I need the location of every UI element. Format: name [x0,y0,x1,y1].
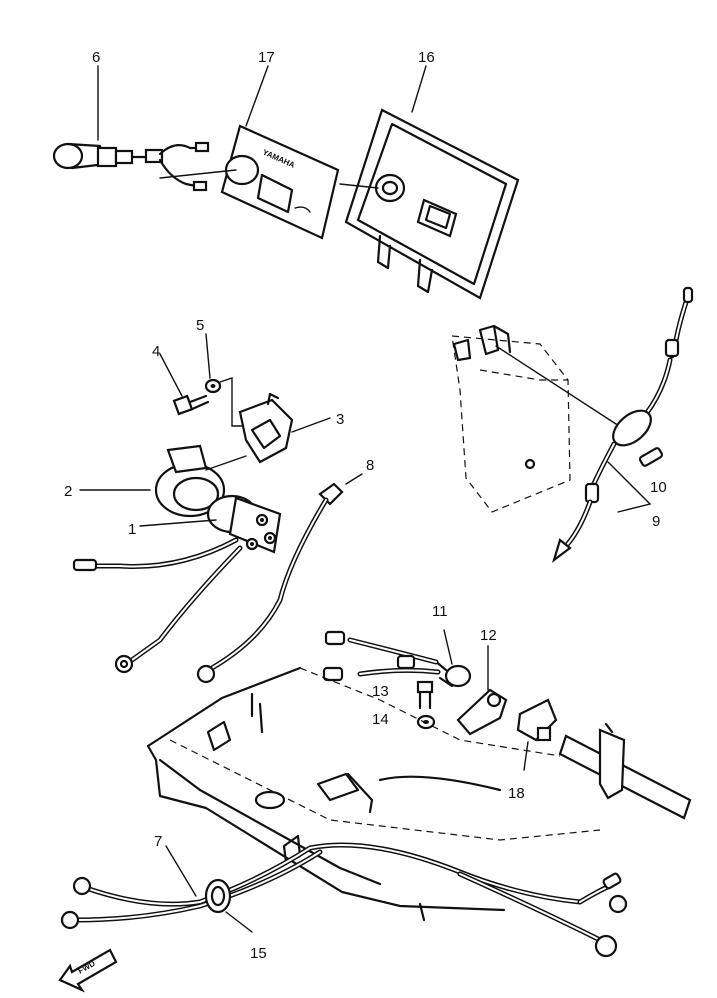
callout-9: 9 [652,513,660,530]
part-16-bracket [339,108,520,300]
callout-15: 15 [250,945,267,962]
part-9-box [451,286,694,563]
bottom-cowling [146,666,601,922]
part-2-band [154,444,247,518]
callout-17: 17 [258,49,275,66]
fwd-arrow-icon: FWD [58,948,118,993]
callout-18: 18 [508,785,525,802]
part-15-grommet [204,878,253,933]
callout-2: 2 [64,483,72,500]
callout-14: 14 [372,711,389,728]
callout-4: 4 [152,343,160,360]
part-3-bracket [238,392,331,464]
callout-10: 10 [650,479,667,496]
callout-3: 3 [336,411,344,428]
leader-lines [79,65,427,491]
callout-7: 7 [154,833,162,850]
part-7-harness [60,842,628,958]
part-13-bolt [416,680,434,710]
callout-6: 6 [92,49,100,66]
callouts: 6 17 16 5 4 3 8 2 1 10 9 11 12 13 14 18 … [64,49,667,962]
part-18-clip [516,698,558,771]
part-8-cable [196,473,363,684]
part-5-washer [204,378,222,394]
part-11-switch [322,629,472,688]
callout-16: 16 [418,49,435,66]
shaft [558,722,692,820]
part-10-fuse [638,447,664,467]
callout-12: 12 [480,627,497,644]
callout-5: 5 [196,317,204,334]
callout-8: 8 [366,457,374,474]
part-6-switch [52,141,210,192]
callout-13: 13 [372,683,389,700]
callout-1: 1 [128,521,136,538]
part-17-plate: YAMAHA [159,124,340,240]
part-4-bolt [172,394,210,416]
part-1-solenoid [72,494,282,674]
part-14-washer [416,714,436,730]
callout-11: 11 [432,603,448,620]
part-12-bracket [456,645,508,736]
